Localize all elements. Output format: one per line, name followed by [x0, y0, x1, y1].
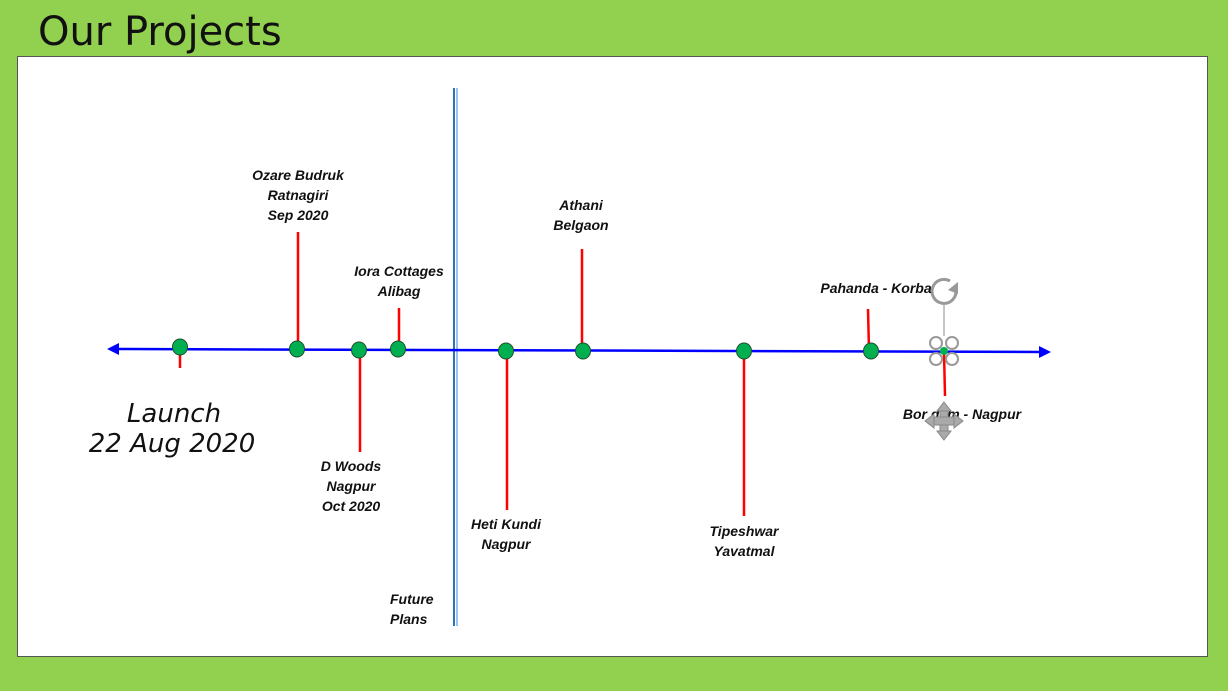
launch-date-label: 22 Aug 2020 [89, 429, 256, 459]
axis-arrow-right-icon [1039, 346, 1051, 358]
label-athani-line2: Belgaon [553, 217, 608, 233]
slide-title: Our Projects [38, 9, 282, 55]
marker-pahanda [863, 342, 879, 360]
launch-label: Launch [127, 399, 221, 429]
label-tipeshwar-line2: Yavatmal [714, 543, 776, 559]
resize-handle-tl[interactable] [929, 336, 943, 350]
marker-dwoods [351, 341, 367, 359]
label-hetikundi-line1: Heti Kundi [471, 516, 542, 532]
slide-panel [17, 56, 1208, 657]
label-ozare-line2: Ratnagiri [268, 187, 330, 203]
label-dwoods-line1: D Woods [321, 458, 382, 474]
label-bordam-line1: Bor dam - Nagpur [903, 406, 1023, 422]
label-iora-line2: Alibag [377, 283, 421, 299]
marker-iora [390, 340, 406, 358]
label-iora-line1: Iora Cottages [354, 263, 444, 279]
resize-handle-tr[interactable] [945, 336, 959, 350]
axis-arrow-left-icon [107, 343, 119, 355]
marker-bordam [940, 347, 948, 355]
marker-ozare [289, 340, 305, 358]
marker-tipeshwar [736, 342, 752, 360]
label-dwoods-line3: Oct 2020 [322, 498, 381, 514]
move-icon[interactable] [924, 401, 964, 441]
future-plans-label-line1: Future [390, 591, 434, 607]
resize-handle-bl[interactable] [929, 352, 943, 366]
marker-launch [172, 338, 188, 356]
label-athani-line1: Athani [558, 197, 604, 213]
future-plans-label-line2: Plans [390, 611, 428, 627]
label-hetikundi-line2: Nagpur [482, 536, 533, 552]
connector-bordam [942, 351, 947, 397]
selected-marker-bordam[interactable] [929, 277, 959, 366]
label-tipeshwar-line1: Tipeshwar [710, 523, 781, 539]
marker-athani [575, 342, 591, 360]
resize-handle-br[interactable] [945, 352, 959, 366]
label-dwoods-line2: Nagpur [327, 478, 378, 494]
label-ozare-line1: Ozare Budruk [252, 167, 345, 183]
marker-hetikundi [498, 342, 514, 360]
rotate-icon[interactable] [930, 277, 958, 305]
label-ozare-line3: Sep 2020 [268, 207, 329, 223]
label-pahanda-line1: Pahanda - Korba [820, 280, 931, 296]
